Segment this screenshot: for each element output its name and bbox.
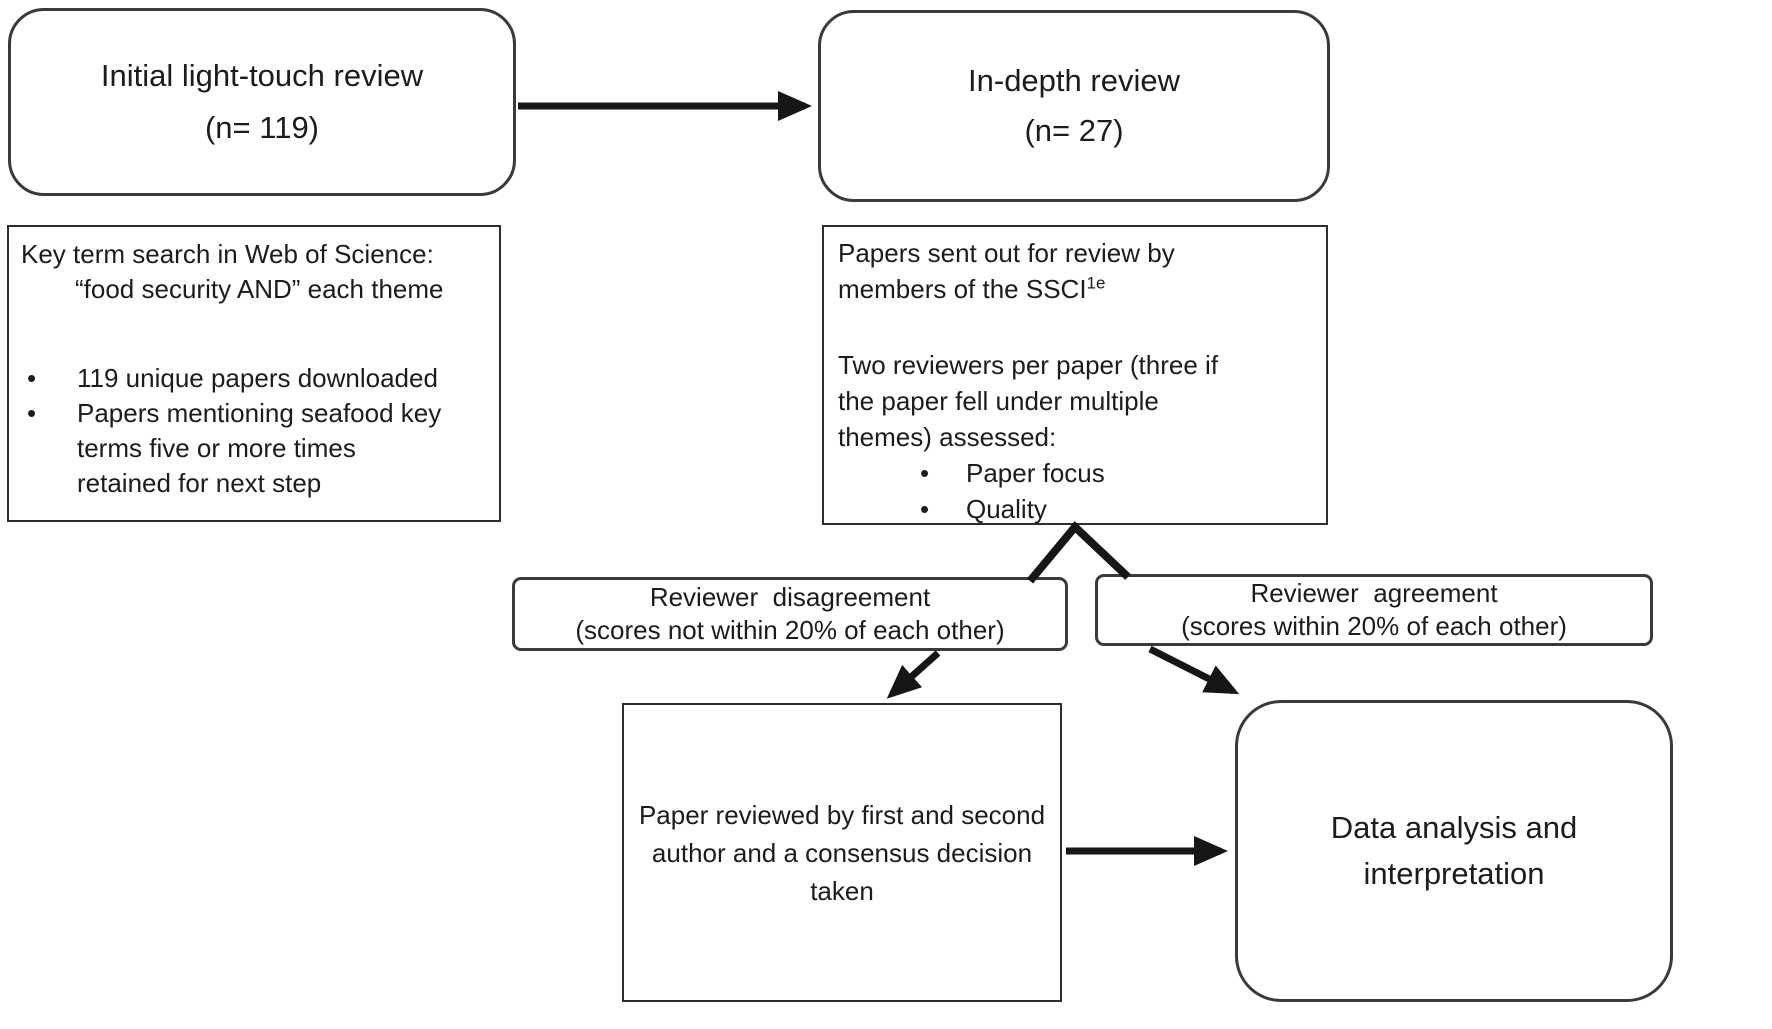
node-text-line: Data analysis and xyxy=(1330,810,1578,845)
node-title: In-depth review xyxy=(968,63,1180,98)
bullet-item: • Quality xyxy=(838,491,1318,527)
branch-split-lines xyxy=(1026,521,1131,584)
node-text-line: Paper reviewed by first and second xyxy=(638,799,1046,830)
reviewers-paragraph: Two reviewers per paper (three if the pa… xyxy=(838,347,1318,455)
condition-detail: (scores within 20% of each other) xyxy=(1181,611,1567,641)
superscript-note: 1e xyxy=(1086,273,1106,293)
bullet-text: Papers mentioning seafood key xyxy=(77,398,442,428)
condition-title: Reviewer agreement xyxy=(1250,578,1498,608)
arrow-agreement-to-data-analysis xyxy=(1148,645,1240,695)
bullet-text: 119 unique papers downloaded xyxy=(77,363,438,393)
arrow-disagreement-to-consensus xyxy=(886,650,941,699)
node-in-depth-review: In-depth review (n= 27) xyxy=(818,10,1330,202)
bullet-icon: • xyxy=(920,494,930,524)
node-text-line: interpretation xyxy=(1363,856,1545,891)
condition-title: Reviewer disagreement xyxy=(649,582,931,612)
condition-detail: (scores not within 20% of each other) xyxy=(575,615,1005,645)
bullet-text: retained for next step xyxy=(77,468,322,498)
bullet-icon: • xyxy=(27,398,37,428)
bullet-item: • Papers mentioning seafood key terms fi… xyxy=(21,396,491,501)
bullet-icon: • xyxy=(27,363,37,393)
node-data-analysis: Data analysis and interpretation xyxy=(1235,700,1673,1002)
node-reviewer-agreement: Reviewer agreement (scores within 20% of… xyxy=(1095,574,1653,646)
paragraph-line: the paper fell under multiple xyxy=(838,386,1159,416)
bullet-icon: • xyxy=(920,458,930,488)
node-key-term-search: Key term search in Web of Science: “food… xyxy=(7,225,501,522)
key-term-bullet-list: • 119 unique papers downloaded • Papers … xyxy=(21,361,491,501)
papers-sent-paragraph: Papers sent out for review by members of… xyxy=(838,235,1318,307)
paragraph-line: themes) assessed: xyxy=(838,422,1057,452)
paragraph-line: Two reviewers per paper (three if xyxy=(838,350,1219,380)
node-count: (n= 27) xyxy=(1024,113,1124,148)
node-count: (n= 119) xyxy=(204,110,320,145)
paragraph-line: members of the SSCI1e xyxy=(838,271,1318,307)
node-consensus-review: Paper reviewed by first and second autho… xyxy=(622,703,1062,1002)
node-text-line: author and a consensus decision xyxy=(651,837,1033,868)
assessment-bullet-list: • Paper focus • Quality xyxy=(838,455,1318,527)
intro-line: Key term search in Web of Science: xyxy=(21,239,434,269)
bullet-item: • 119 unique papers downloaded xyxy=(21,361,491,396)
paragraph-line: Papers sent out for review by xyxy=(838,238,1175,268)
node-title: Initial light-touch review xyxy=(100,58,424,93)
node-papers-sent-for-review: Papers sent out for review by members of… xyxy=(822,225,1328,525)
bullet-text: terms five or more times xyxy=(77,433,356,463)
key-term-intro: Key term search in Web of Science: “food… xyxy=(21,237,491,307)
bullet-item: • Paper focus xyxy=(838,455,1318,491)
node-text-line: taken xyxy=(810,875,874,906)
bullet-text: Paper focus xyxy=(966,458,1105,488)
node-reviewer-disagreement: Reviewer disagreement (scores not within… xyxy=(512,577,1068,651)
intro-line: “food security AND” each theme xyxy=(75,274,444,304)
paragraph-text: members of the SSCI xyxy=(838,274,1087,304)
node-initial-light-touch-review: Initial light-touch review (n= 119) xyxy=(8,8,516,196)
bullet-text: Quality xyxy=(966,494,1047,524)
